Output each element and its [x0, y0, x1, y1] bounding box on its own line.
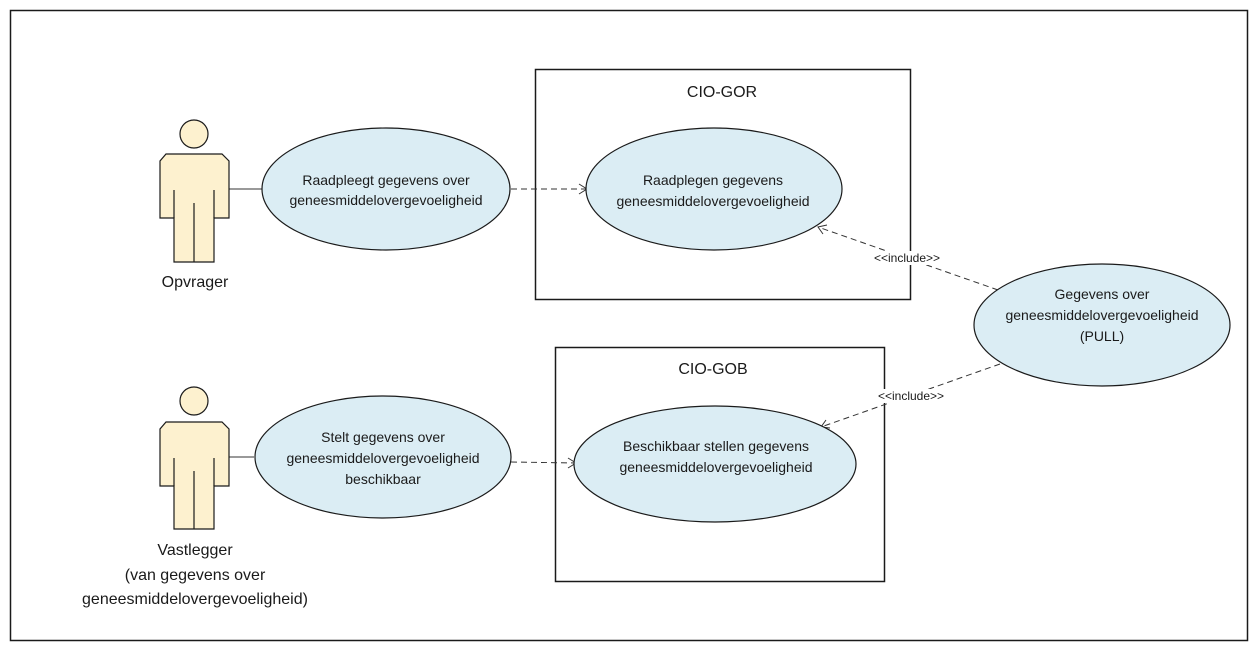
use-case-line: Raadpleegt gegevens over [302, 172, 470, 188]
use-case-raadpleegt-gegevens[interactable]: Raadpleegt gegevens over geneesmiddelove… [261, 127, 511, 251]
use-case-line: geneesmiddelovergevoeligheid [286, 450, 479, 466]
actor-label: Vastlegger [157, 542, 233, 559]
actor-vastlegger[interactable]: Vastlegger (van gegevens over geneesmidd… [82, 386, 308, 608]
use-case-line: geneesmiddelovergevoeligheid [619, 459, 812, 475]
use-case-ellipse [573, 405, 857, 523]
actor-label: Opvrager [162, 274, 229, 291]
use-case-line: geneesmiddelovergevoeligheid [289, 192, 482, 208]
use-case-line: Beschikbaar stellen gegevens [623, 438, 809, 454]
use-case-line: geneesmiddelovergevoeligheid [616, 193, 809, 209]
label-background [870, 389, 952, 403]
use-case-line: geneesmiddelovergevoeligheid [1005, 307, 1198, 323]
use-case-ellipse [254, 395, 512, 519]
use-case-line: (PULL) [1080, 328, 1124, 344]
actor-icon [159, 119, 230, 263]
actor-label: geneesmiddelovergevoeligheid) [82, 591, 308, 608]
use-case-line: Stelt gegevens over [321, 429, 445, 445]
use-case-gegevens-pull[interactable]: Gegevens over geneesmiddelovergevoelighe… [973, 263, 1231, 387]
use-case-line: beschikbaar [345, 471, 421, 487]
include-label-text: <<include>> [878, 389, 944, 403]
use-case-stelt-gegevens-beschikbaar[interactable]: Stelt gegevens over geneesmiddelovergevo… [254, 395, 512, 519]
include-label-top: <<include>> [866, 251, 948, 265]
actor-icon [159, 386, 230, 530]
use-case-ellipse [585, 127, 843, 251]
system-title: CIO-GOB [678, 361, 747, 378]
dashed-line [510, 461, 576, 464]
actor-opvrager[interactable]: Opvrager [159, 119, 230, 291]
include-label-bottom: <<include>> [870, 389, 952, 403]
arrowhead-icon [817, 224, 828, 235]
label-background [866, 251, 948, 265]
use-case-raadplegen-gegevens[interactable]: Raadplegen gegevens geneesmiddelovergevo… [585, 127, 843, 251]
use-case-line: Gegevens over [1055, 286, 1150, 302]
use-case-line: Raadplegen gegevens [643, 172, 783, 188]
use-case-beschikbaar-stellen[interactable]: Beschikbaar stellen gegevens geneesmidde… [573, 405, 857, 523]
use-case-ellipse [261, 127, 511, 251]
include-label-text: <<include>> [874, 251, 940, 265]
system-title: CIO-GOR [687, 84, 757, 101]
actor-label: (van gegevens over [125, 567, 266, 584]
use-case-ellipse [973, 263, 1231, 387]
